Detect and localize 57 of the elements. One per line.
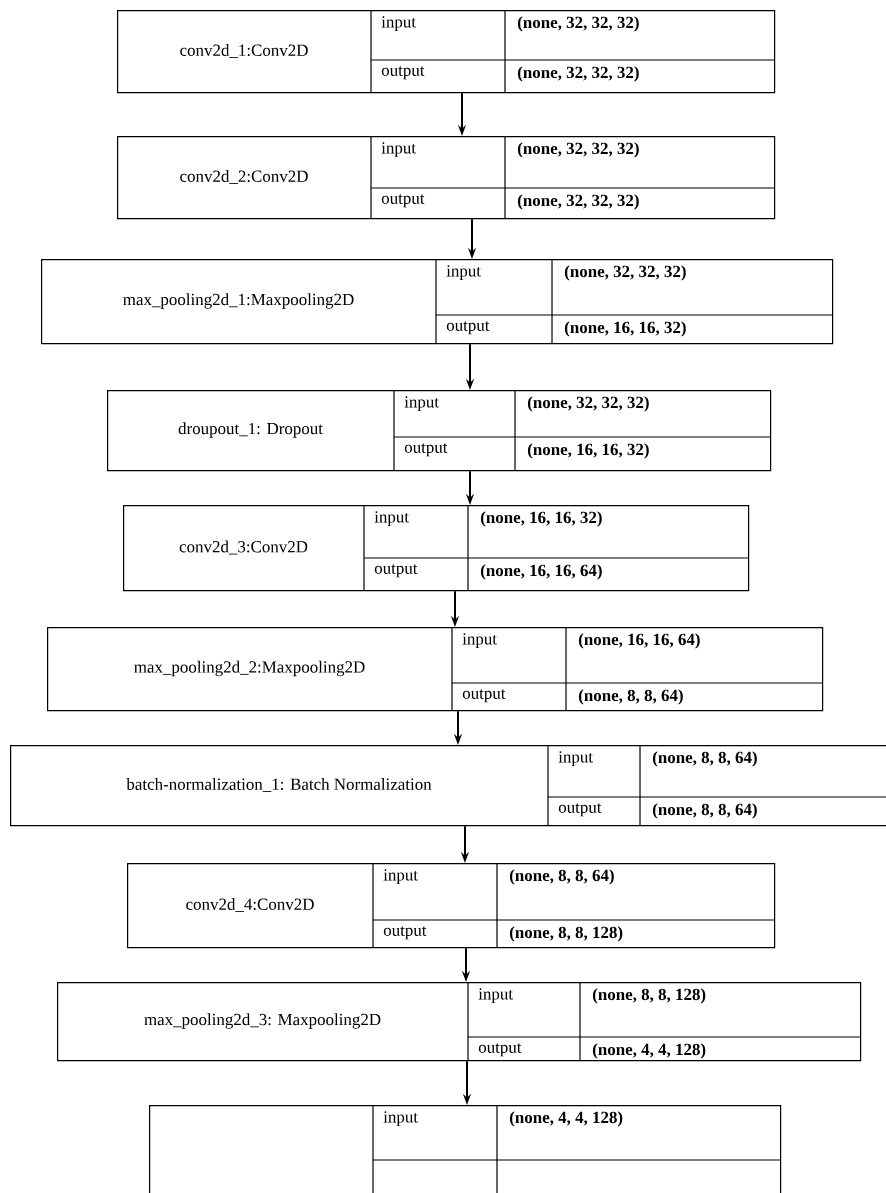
shape-value: (none, 16, 16, 32) xyxy=(480,511,602,527)
shape-value: (none, 8, 8, 128) xyxy=(509,926,623,942)
shape-value: (none, 16, 16, 32) xyxy=(564,321,686,337)
port-label: input xyxy=(446,265,481,281)
layer-name: batch-normalization_1: Batch Normalization xyxy=(126,778,432,792)
shape-value: (none, 16, 16, 64) xyxy=(480,564,602,580)
layer-name: conv2d_4:Conv2D xyxy=(186,898,314,912)
layer-table xyxy=(149,1104,782,1193)
shape-value: (none, 8, 8, 64) xyxy=(652,751,757,767)
port-label: input xyxy=(478,988,513,1004)
port-label: output xyxy=(404,443,448,457)
shape-value: (none, 32, 32, 32) xyxy=(564,265,686,281)
port-label: output xyxy=(381,194,425,208)
layer-name: droupout_1: Dropout xyxy=(178,422,323,438)
layer-name: max_pooling2d_1:Maxpooling2D xyxy=(123,293,354,309)
shape-value: (none, 8, 8, 128) xyxy=(592,988,706,1004)
shape-value: (none, 32, 32, 32) xyxy=(527,396,649,412)
port-label: input xyxy=(462,633,497,649)
shape-value: (none, 4, 4, 128) xyxy=(592,1043,706,1059)
layer-table xyxy=(10,744,886,827)
layer-name: max_pooling2d_3: Maxpooling2D xyxy=(144,1013,381,1029)
layer-table xyxy=(57,981,862,1062)
port-label: input xyxy=(374,511,409,527)
port-label: input xyxy=(383,869,418,885)
port-label: output xyxy=(383,926,427,940)
port-label: input xyxy=(381,16,416,31)
shape-value: (none, 32, 32, 32) xyxy=(517,16,639,32)
port-label: input xyxy=(383,1111,418,1127)
shape-value: (none, 4, 4, 128) xyxy=(509,1111,623,1127)
shape-value: (none, 8, 8, 64) xyxy=(509,869,614,885)
port-label: input xyxy=(558,751,593,767)
layer-table xyxy=(127,862,776,949)
layer-table xyxy=(123,504,750,592)
port-label: output xyxy=(381,66,425,80)
shape-value: (none, 16, 16, 64) xyxy=(578,633,700,649)
layer-name: conv2d_3:Conv2D xyxy=(179,540,308,555)
port-label: output xyxy=(478,1043,522,1057)
layer-name: max_pooling2d_2:Maxpooling2D xyxy=(134,660,365,677)
layer-table xyxy=(107,389,772,472)
port-label: output xyxy=(446,321,490,335)
shape-value: (none, 32, 32, 32) xyxy=(517,142,639,158)
port-label: output xyxy=(374,564,418,578)
layer-name: conv2d_2:Conv2D xyxy=(180,170,308,184)
port-label: output xyxy=(462,689,506,703)
port-label: input xyxy=(381,142,416,157)
port-label: output xyxy=(558,803,602,817)
layer-table xyxy=(117,135,776,220)
layer-name: conv2d_1:Conv2D xyxy=(180,44,308,58)
shape-value: (none, 16, 16, 32) xyxy=(527,443,649,459)
shape-value: (none, 32, 32, 32) xyxy=(517,66,639,82)
layer-table xyxy=(117,9,776,94)
layer-table xyxy=(41,258,834,345)
shape-value: (none, 32, 32, 32) xyxy=(517,194,639,210)
layer-table xyxy=(47,626,824,712)
shape-value: (none, 8, 8, 64) xyxy=(652,803,757,819)
port-label: input xyxy=(404,396,439,412)
shape-value: (none, 8, 8, 64) xyxy=(578,689,683,705)
